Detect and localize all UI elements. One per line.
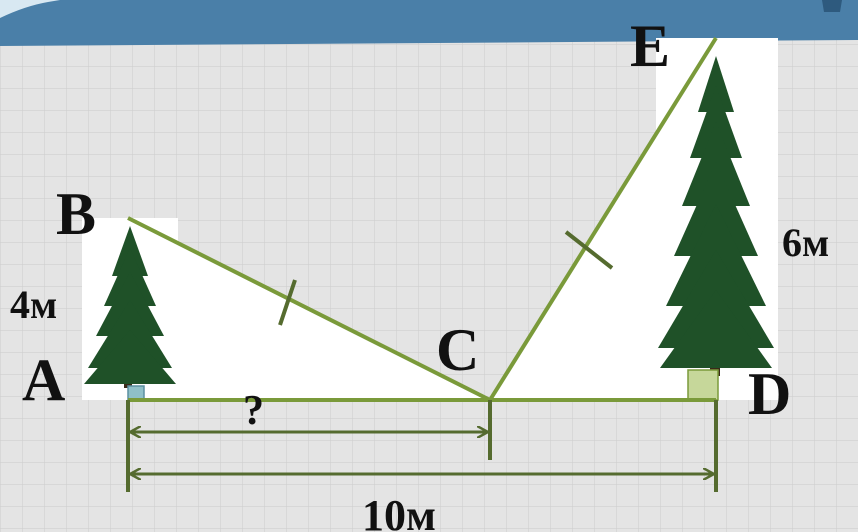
segment-bc <box>127 216 491 402</box>
height-label-de: 6м <box>782 220 829 265</box>
right-angle-d <box>687 369 719 401</box>
unknown-label-ac: ? <box>243 388 264 434</box>
banner-swoosh <box>0 0 60 18</box>
banner-fragment <box>822 0 842 12</box>
point-label-b: B <box>56 181 96 247</box>
segment-ce <box>488 36 718 402</box>
top-banner <box>0 0 858 46</box>
point-label-e: E <box>630 13 670 79</box>
height-label-ab: 4м <box>10 282 57 327</box>
tree-icon <box>658 56 774 376</box>
tree-icon <box>84 226 176 388</box>
tick-bc <box>278 279 297 326</box>
tick-ce <box>564 230 614 270</box>
distance-label-ad: 10м <box>362 491 436 532</box>
right-angle-a <box>127 385 145 401</box>
point-label-a: A <box>22 347 65 413</box>
point-label-c: C <box>436 317 479 383</box>
point-label-d: D <box>748 361 791 427</box>
